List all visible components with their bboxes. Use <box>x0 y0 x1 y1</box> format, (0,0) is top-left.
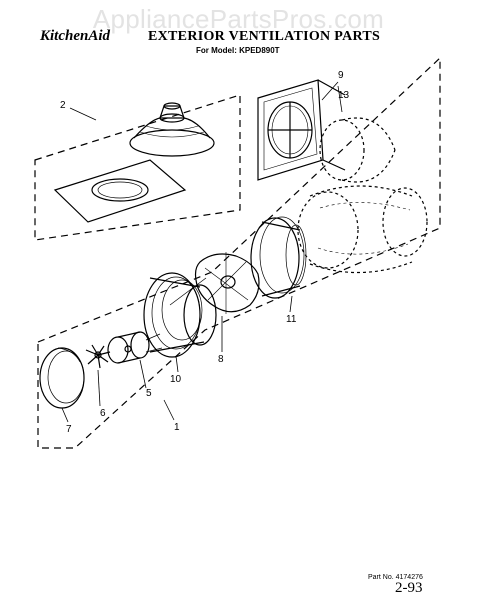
callout-7: 7 <box>66 424 72 435</box>
mounting-ring-part <box>143 272 217 358</box>
transition-duct-part <box>319 117 396 183</box>
callout-6: 6 <box>100 408 106 419</box>
motor-part <box>107 331 163 364</box>
date-code: 2-93 <box>395 580 423 596</box>
flashing-plate-part <box>53 159 187 223</box>
brand-logo: KitchenAid <box>40 28 111 44</box>
callout-1: 1 <box>174 422 180 433</box>
callout-9: 9 <box>338 70 344 81</box>
wall-grille-part <box>257 79 346 181</box>
callout-13: 13 <box>338 90 350 101</box>
assembly-1-outline <box>37 56 441 449</box>
callout-2: 2 <box>60 100 66 111</box>
fan-blade-part <box>169 252 260 314</box>
model-line: For Model: KPED890T <box>196 46 280 55</box>
housing-ring-part <box>250 216 307 299</box>
callout-5: 5 <box>146 388 152 399</box>
callout-8: 8 <box>218 354 224 365</box>
callout-11: 11 <box>286 314 297 325</box>
roof-cap-part <box>129 102 215 157</box>
part-number: Part No. 4174276 <box>368 574 423 581</box>
page-title: EXTERIOR VENTILATION PARTS <box>148 29 381 44</box>
flex-duct-part <box>297 185 428 274</box>
cover-cap-part <box>39 347 85 409</box>
callout-10: 10 <box>170 374 182 385</box>
watermark: AppliancePartsPros.com <box>92 4 385 34</box>
kit-2-outline <box>34 94 241 241</box>
small-fan-part <box>85 344 111 369</box>
leader-lines <box>61 81 343 423</box>
